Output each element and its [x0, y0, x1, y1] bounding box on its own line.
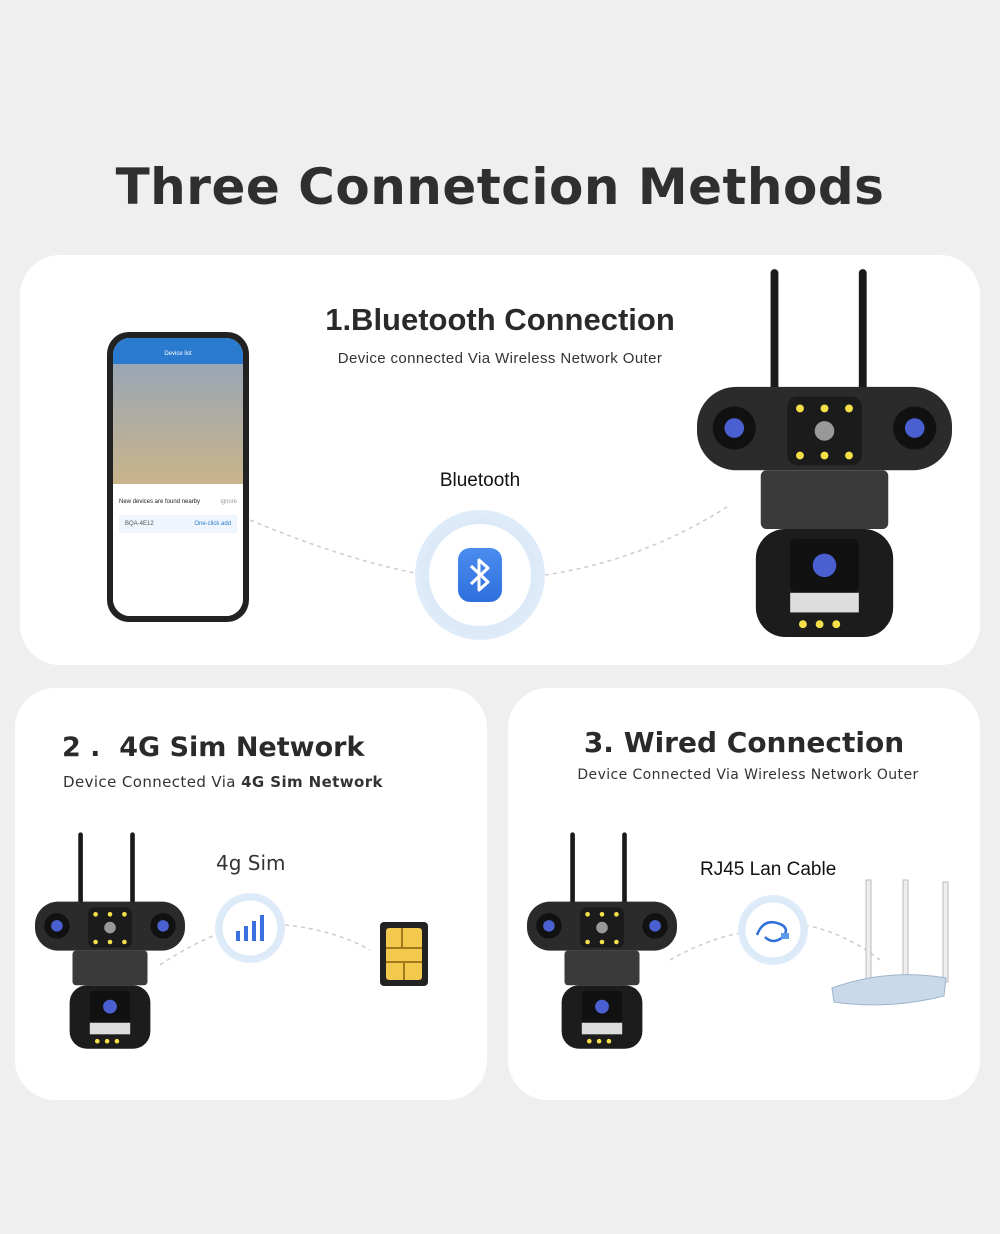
sim-dashes — [159, 924, 371, 966]
signal-bars-icon — [236, 915, 264, 941]
page-title: Three Connetcion Methods — [115, 158, 885, 216]
wired-dashes — [669, 924, 881, 961]
signal-bubble — [215, 893, 285, 963]
smartphone: Device list New devices are found nearby… — [107, 332, 249, 622]
bluetooth-heading: 1.Bluetooth Connection — [325, 302, 675, 337]
sim-label: 4g Sim — [216, 851, 286, 875]
sim-subtitle-bold: 4G Sim Network — [241, 773, 383, 791]
sim-subtitle: Device Connected Via — [63, 773, 242, 791]
ignore-link[interactable]: ignore — [220, 499, 237, 505]
bluetooth-bubble — [415, 510, 545, 640]
app-header: Device list — [113, 338, 243, 364]
sim-heading: 2 . 4G Sim Network — [62, 732, 365, 763]
router-icon — [831, 879, 949, 1006]
bluetooth-subtitle: Device connected Via Wireless Network Ou… — [337, 350, 663, 367]
bluetooth-icon — [458, 548, 502, 602]
camera-small-sim — [35, 832, 185, 1052]
wired-label: RJ45 Lan Cable — [700, 859, 837, 880]
wired-heading: 3. Wired Connection — [583, 726, 905, 759]
ethernet-cable-icon — [755, 921, 789, 943]
connection-dashes — [249, 504, 731, 576]
one-click-add-button[interactable]: One-click add — [194, 521, 231, 527]
cable-bubble — [738, 895, 808, 965]
camera-small-wired — [527, 832, 677, 1052]
popup-title: New devices are found nearby — [119, 499, 201, 505]
sim-card-icon — [380, 922, 428, 986]
camera-large — [697, 268, 952, 643]
device-id: BQA-4E12 — [125, 521, 154, 527]
wired-subtitle: Device Connected Via Wireless Network Ou… — [577, 767, 919, 783]
bluetooth-label: Bluetooth — [439, 470, 521, 491]
